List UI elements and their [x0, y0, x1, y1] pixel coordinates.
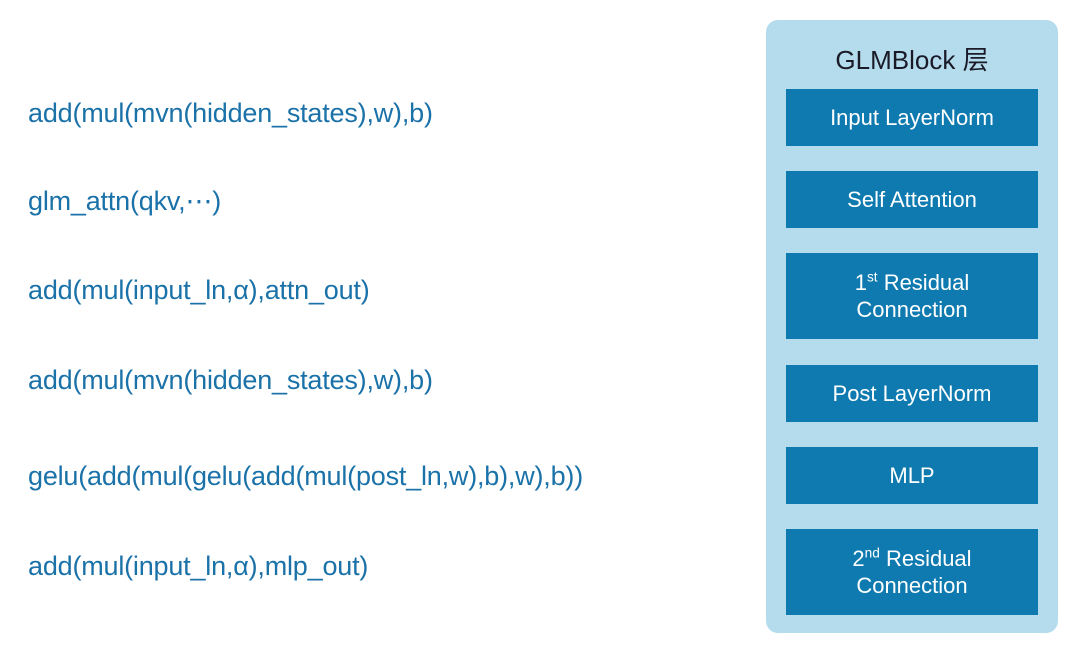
- ordinal-suffix: st: [866, 269, 878, 285]
- layer-block-label: Post LayerNorm: [832, 380, 992, 406]
- connection-word: Connection: [856, 297, 968, 322]
- block-gap: [786, 228, 1038, 253]
- block-gap: [786, 146, 1038, 171]
- formula-line-2: glm_attn(qkv,⋯): [28, 186, 222, 216]
- residual-word: Residual: [883, 269, 970, 295]
- layer-block-self-attention[interactable]: Self Attention: [786, 171, 1038, 228]
- block-gap: [786, 339, 1038, 365]
- ordinal-suffix: nd: [864, 545, 880, 561]
- formula-line-1: add(mul(mvn(hidden_states),w),b): [28, 98, 433, 128]
- formula-list: add(mul(mvn(hidden_states),w),b) glm_att…: [28, 0, 758, 664]
- connection-word: Connection: [856, 573, 968, 598]
- formula-line-6: add(mul(input_ln,α),mlp_out): [28, 551, 369, 581]
- formula-line-5: gelu(add(mul(gelu(add(mul(post_ln,w),b),…: [28, 461, 584, 491]
- ordinal-number: 1: [854, 269, 867, 295]
- panel-title: GLMBlock 层: [835, 45, 989, 75]
- ordinal-number: 2: [852, 545, 865, 571]
- formula-line-3: add(mul(input_ln,α),attn_out): [28, 275, 370, 305]
- layer-block-post-layernorm[interactable]: Post LayerNorm: [786, 365, 1038, 422]
- layer-block-input-layernorm[interactable]: Input LayerNorm: [786, 89, 1038, 146]
- formula-line-4: add(mul(mvn(hidden_states),w),b): [28, 365, 433, 395]
- glmblock-panel: GLMBlock 层 Input LayerNorm Self Attentio…: [766, 20, 1058, 633]
- block-gap: [786, 504, 1038, 529]
- residual-word: Residual: [885, 545, 972, 571]
- layer-block-stack: Input LayerNorm Self Attention 1st Resid…: [786, 89, 1038, 615]
- layer-block-label: MLP: [889, 462, 935, 488]
- block-gap: [786, 422, 1038, 447]
- layer-block-mlp[interactable]: MLP: [786, 447, 1038, 504]
- layer-block-label: Self Attention: [847, 186, 977, 212]
- layer-block-label: Input LayerNorm: [830, 104, 994, 130]
